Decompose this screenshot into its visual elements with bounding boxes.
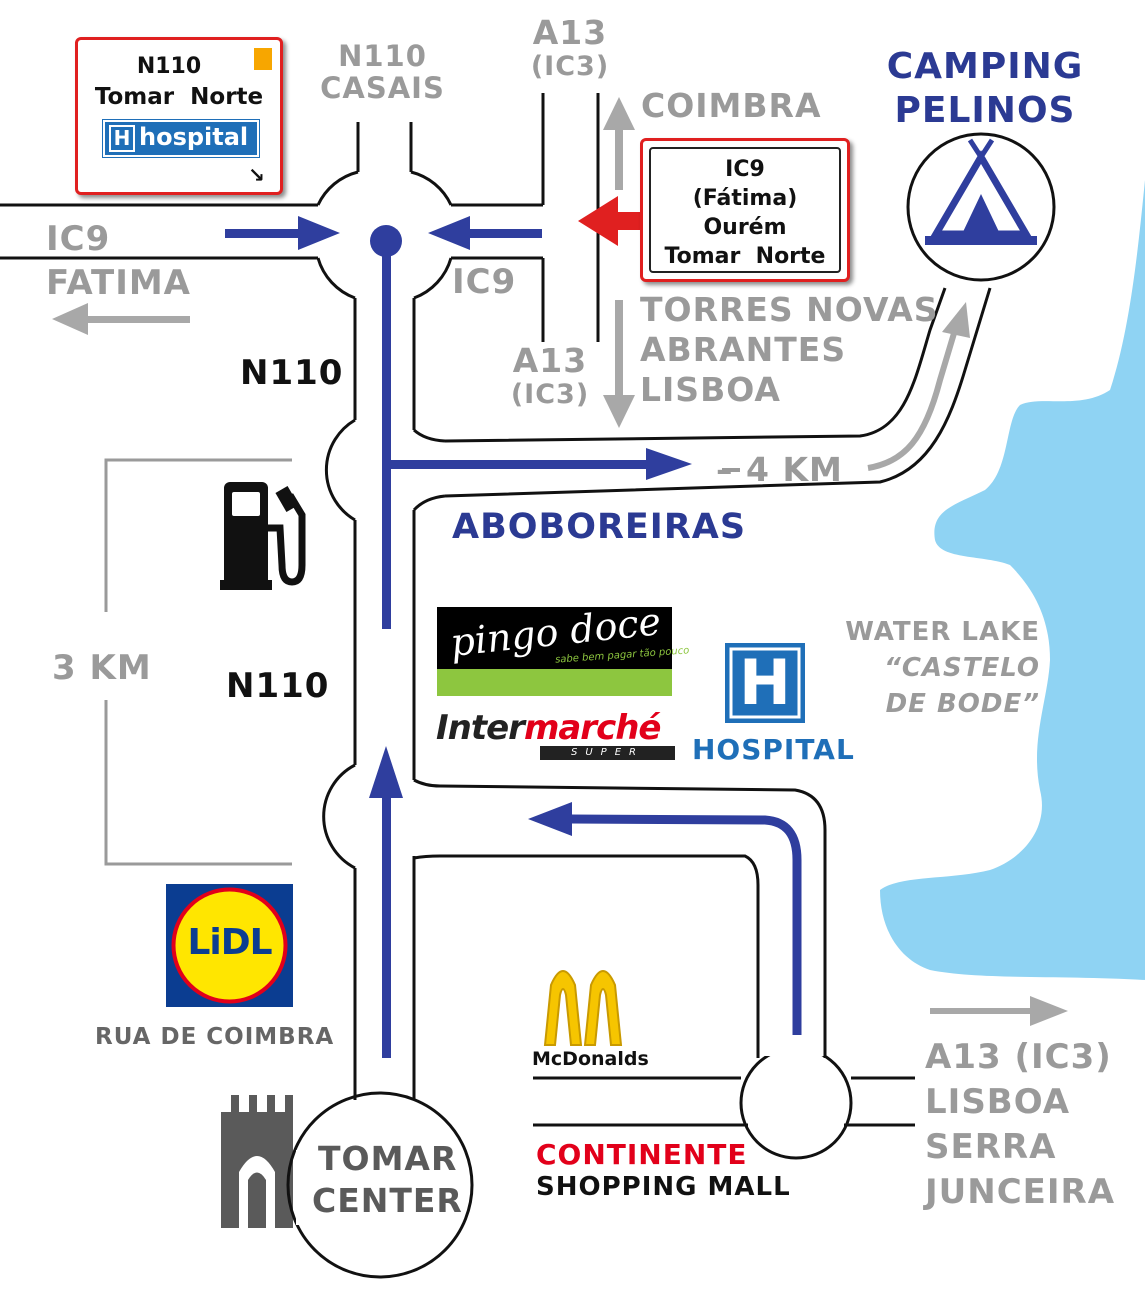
label-tomar-center: TOMAR CENTER [312,1138,463,1222]
label-torres-novas: TORRES NOVAS ABRANTES LISBOA [640,290,939,410]
distance-bracket [104,458,292,866]
label-camping-pelinos: CAMPING PELINOS [880,45,1090,133]
label-a13-top: A13 (IC3) [520,13,620,82]
label-hospital: HOSPITAL [692,733,855,766]
intermarche-part-b: marché [523,708,662,748]
label-line: CASAIS [320,71,445,106]
label-line: SERRA [925,1127,1057,1167]
sign-ic9-fatima: IC9 (Fátima) Ourém Tomar Norte [640,138,850,282]
label-coimbra: COIMBRA [641,86,822,125]
label-a13-mid: A13 (IC3) [500,341,600,410]
continente-wordmark: CONTINENTE [536,1138,748,1171]
label-line: DE BODE” [885,689,1040,719]
tomar-center-circle [286,1091,474,1279]
water-lake [880,180,1145,980]
label-n110-lower: N110 [226,666,330,706]
label-ic9-fatima: IC9 FATIMA [46,217,191,305]
sign-left-town: Tomar Norte [94,84,264,110]
label-line: CAMPING [886,46,1084,87]
sign-left-road: N110 [136,54,202,79]
label-n110-casais: N110 CASAIS [320,40,445,105]
label-line: PELINOS [894,90,1076,131]
shopping-mall-label: SHOPPING MALL [536,1172,791,1202]
label-line: ABRANTES [640,330,847,369]
lidl-wordmark: LiDL [187,922,272,963]
label-line: TORRES NOVAS [640,290,939,329]
label-3km: 3 KM [52,648,152,688]
sign-right-line: IC9 [725,157,765,182]
blue-route-arrows [225,216,802,1058]
orange-marker [254,48,272,70]
sign-n110-hospital: N110 Tomar Norte H hospital ↘ [75,37,283,195]
label-line: (IC3) [510,378,590,410]
mcdonalds-arches-icon [543,970,623,1046]
camping-circle [906,132,1056,282]
label-ic9-right: IC9 [452,262,517,302]
pingo-doce-logo [437,607,672,696]
hospital-h-letter: H [739,646,791,719]
arrow-down-right-icon: ↘ [248,163,265,187]
label-line: A13 [532,13,608,52]
label-line: JUNCEIRA [925,1172,1116,1212]
label-line: IC9 [46,219,111,259]
label-line: WATER LAKE [845,617,1040,647]
label-aboboreiras: ABOBOREIRAS [452,507,747,547]
label-line: “CASTELO [884,653,1040,683]
label-line: FATIMA [46,263,191,303]
sign-right-line: Ourém [703,215,787,240]
sign-right-line: Tomar Norte [664,244,826,269]
sign-left-hospital-word: hospital [139,123,249,151]
label-line: N110 [338,39,427,73]
sign-right-lines: IC9 (Fátima) Ourém Tomar Norte [651,149,839,271]
label-a13-lisboa-serra: A13 (IC3) LISBOA SERRA JUNCEIRA [925,1035,1115,1215]
label-n110-upper: N110 [240,353,344,393]
fuel-pump-icon [220,482,306,590]
label-line: LISBOA [640,370,781,409]
sign-left-hospital-panel: H hospital [102,119,260,158]
sign-right-line: (Fátima) [692,186,798,211]
gray-direction-arrows [52,97,1068,1026]
castle-icon [221,1095,293,1228]
label-line: (IC3) [530,50,610,82]
label-line: TOMAR [318,1139,458,1178]
mcdonalds-wordmark: McDonalds [532,1048,649,1070]
label-4km: – 4 KM [716,450,843,489]
sign-left-h-icon: H [109,125,135,152]
label-rua-de-coimbra: RUA DE COIMBRA [95,1024,335,1050]
intermarche-super: SUPER [540,746,675,760]
label-line: CENTER [312,1181,463,1220]
intermarche-part-a: Inter [436,708,525,748]
hospital-icon [725,643,805,723]
label-water-lake: WATER LAKE “CASTELO DE BODE” [820,614,1040,722]
lidl-logo [166,884,293,1007]
label-line: LISBOA [925,1082,1071,1122]
label-line: A13 [512,341,588,380]
intermarche-logo: Intermarché [436,708,661,748]
label-line: A13 (IC3) [925,1037,1112,1077]
